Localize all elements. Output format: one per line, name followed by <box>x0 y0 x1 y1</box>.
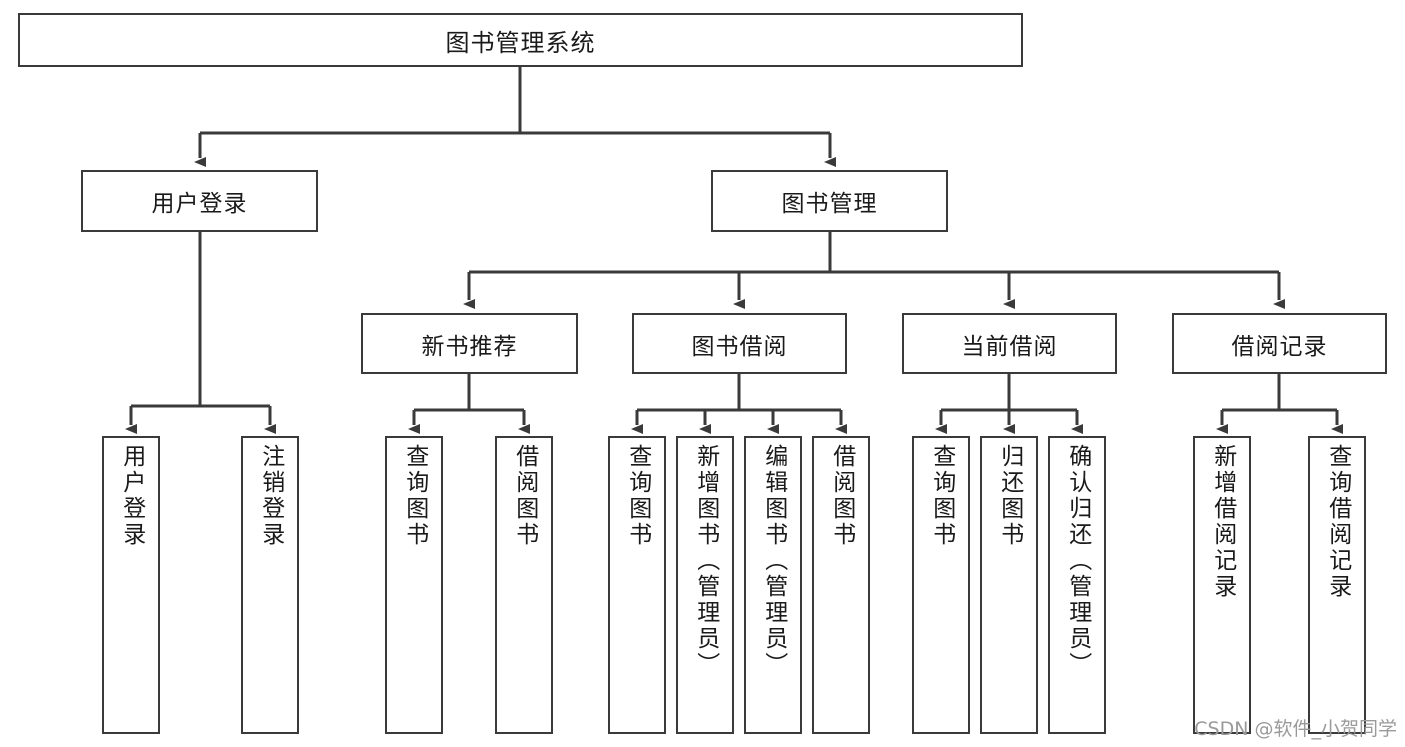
node-label: 新书推荐 <box>421 333 518 360</box>
node-user-login[interactable]: 用户登录 <box>81 170 318 232</box>
node-book-borrow[interactable]: 图书借阅 <box>632 313 847 374</box>
node-label: 编辑图书（管理员） <box>760 444 787 678</box>
leaf-borrow-edit-book[interactable]: 编辑图书（管理员） <box>744 436 802 734</box>
leaf-user-login-signin[interactable]: 用户登录 <box>102 436 160 734</box>
node-label: 归还图书 <box>996 444 1023 548</box>
leaf-current-confirm-return[interactable]: 确认归还（管理员） <box>1048 436 1106 734</box>
node-new-book-recommend[interactable]: 新书推荐 <box>361 313 578 374</box>
node-label: 当前借阅 <box>961 333 1058 360</box>
leaf-borrow-borrow-book[interactable]: 借阅图书 <box>812 436 870 734</box>
node-label: 用户登录 <box>118 444 145 548</box>
node-label: 借阅图书 <box>511 444 538 548</box>
leaf-user-login-signout[interactable]: 注销登录 <box>241 436 299 734</box>
watermark: CSDN @软件_小贺同学 <box>1194 718 1397 740</box>
node-label: 查询借阅记录 <box>1324 444 1351 600</box>
leaf-record-add[interactable]: 新增借阅记录 <box>1193 436 1251 734</box>
leaf-borrow-add-book[interactable]: 新增图书（管理员） <box>676 436 734 734</box>
leaf-borrow-query-book[interactable]: 查询图书 <box>608 436 666 734</box>
node-label: 查询图书 <box>624 444 651 548</box>
leaf-current-return-book[interactable]: 归还图书 <box>980 436 1038 734</box>
node-borrow-record[interactable]: 借阅记录 <box>1172 313 1387 374</box>
node-label: 借阅图书 <box>828 444 855 548</box>
leaf-new-book-borrow[interactable]: 借阅图书 <box>495 436 553 734</box>
node-label: 图书借阅 <box>691 333 788 360</box>
node-label: 注销登录 <box>257 444 284 548</box>
leaf-record-query[interactable]: 查询借阅记录 <box>1308 436 1366 734</box>
node-root-system[interactable]: 图书管理系统 <box>18 13 1023 67</box>
leaf-current-query-book[interactable]: 查询图书 <box>912 436 970 734</box>
node-label: 新增图书（管理员） <box>692 444 719 678</box>
node-label: 借阅记录 <box>1231 333 1328 360</box>
node-label: 图书管理 <box>781 191 878 217</box>
node-current-borrow[interactable]: 当前借阅 <box>902 313 1117 374</box>
node-label: 确认归还（管理员） <box>1064 444 1091 678</box>
node-book-management[interactable]: 图书管理 <box>711 170 948 232</box>
node-label: 用户登录 <box>151 191 248 217</box>
node-label: 图书管理系统 <box>445 28 596 57</box>
node-label: 新增借阅记录 <box>1209 444 1236 600</box>
node-label: 查询图书 <box>928 444 955 548</box>
node-label: 查询图书 <box>401 444 428 548</box>
leaf-new-book-query[interactable]: 查询图书 <box>385 436 443 734</box>
